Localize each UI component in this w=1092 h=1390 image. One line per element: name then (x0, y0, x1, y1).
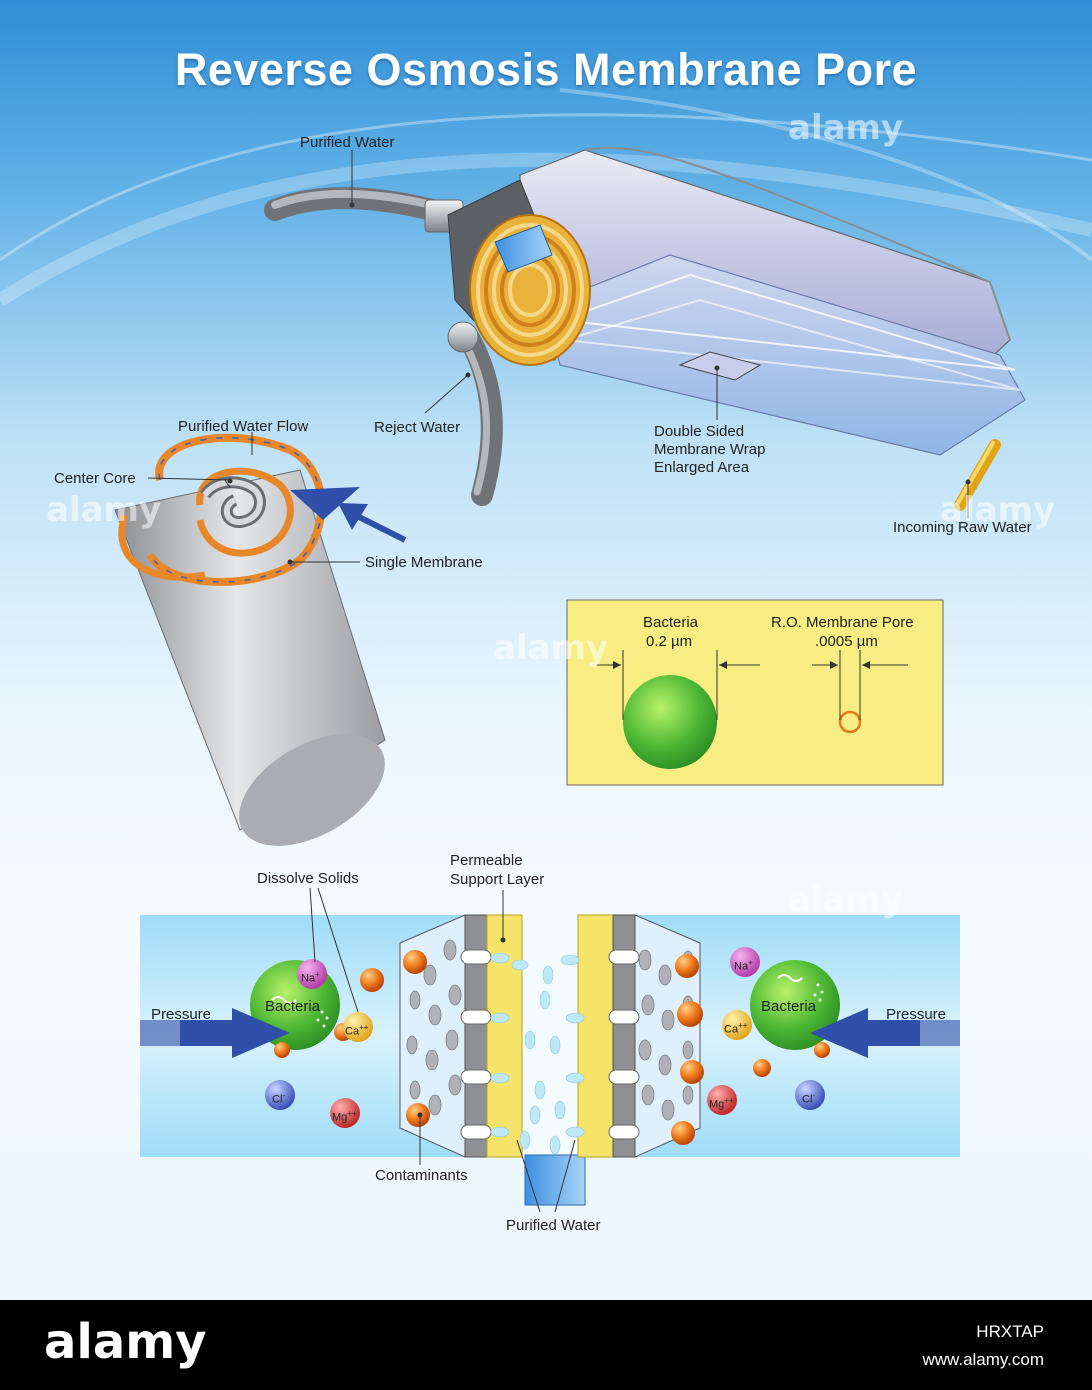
watermark: alamy (788, 108, 904, 148)
label-pressure-right: Pressure (886, 1006, 947, 1023)
infographic-canvas: Reverse Osmosis Membrane Pore Purified W… (0, 0, 1092, 1300)
ion-label-mg-left: Mg++ (332, 1109, 357, 1124)
ion-na-left (297, 959, 327, 989)
label-purified-water-bottom: Purified Water (506, 1217, 601, 1234)
ro-cartridge (264, 146, 1026, 518)
label-purified-water-top: Purified Water (300, 134, 395, 151)
label-support-layer-1: Permeable (450, 852, 523, 869)
label-bacteria-right: Bacteria (761, 998, 817, 1015)
watermark: alamy (788, 880, 904, 920)
label-pressure-left: Pressure (151, 1006, 212, 1023)
label-contaminants: Contaminants (375, 1167, 468, 1184)
page-title: Reverse Osmosis Membrane Pore (174, 44, 918, 95)
label-single-membrane: Single Membrane (365, 554, 483, 571)
ion-label-cl-right: Cl- (802, 1091, 816, 1106)
label-membrane-wrap-1: Double Sided (654, 423, 745, 440)
illustration (114, 146, 1026, 1213)
label-reject-water: Reject Water (374, 419, 461, 436)
footer-image-code: HRXTAP (976, 1322, 1044, 1341)
bacteria-right (750, 960, 840, 1050)
membrane-cross-section (140, 887, 960, 1213)
ion-label-mg-right: Mg++ (709, 1096, 734, 1111)
watermark: alamy (493, 628, 609, 668)
label-bacteria-size-title: Bacteria (643, 614, 699, 631)
label-purified-water-flow: Purified Water Flow (178, 418, 309, 435)
label-bacteria-size-value: 0.2 µm (646, 633, 693, 650)
contaminant-particles (274, 950, 830, 1145)
ion-cl-right (795, 1080, 825, 1110)
ion-label-na-left: Na+ (301, 970, 320, 985)
label-membrane-wrap-3: Enlarged Area (654, 459, 750, 476)
ion-ca-left (343, 1012, 373, 1042)
label-incoming-raw-water: Incoming Raw Water (893, 519, 1032, 536)
ion-mg-right (707, 1085, 737, 1115)
ion-label-ca-left: Ca++ (345, 1023, 369, 1038)
label-pore-title: R.O. Membrane Pore (771, 614, 914, 631)
label-center-core: Center Core (54, 470, 136, 487)
footer-url: www.alamy.com (922, 1350, 1044, 1369)
ion-ca-right (722, 1010, 752, 1040)
footer-bar: alamy HRXTAP www.alamy.com (0, 1300, 1092, 1390)
footer-logo: alamy (44, 1314, 207, 1370)
ion-cl-left (265, 1080, 295, 1110)
ion-mg-left (330, 1098, 360, 1128)
ion-label-ca-right: Ca++ (724, 1021, 748, 1036)
size-comparison-box (566, 599, 944, 786)
pressure-arrow-right (810, 1008, 960, 1058)
label-bacteria-left: Bacteria (265, 998, 321, 1015)
membrane-roll (114, 432, 407, 846)
label-membrane-wrap-2: Membrane Wrap (654, 441, 766, 458)
label-pore-size-value: .0005 µm (815, 633, 878, 650)
ion-na-right (730, 947, 760, 977)
label-dissolve-solids: Dissolve Solids (257, 870, 359, 887)
pressure-arrow-left (140, 1008, 290, 1058)
ion-label-cl-left: Cl- (272, 1091, 286, 1106)
watermark: alamy (940, 490, 1056, 530)
label-support-layer-2: Support Layer (450, 871, 545, 888)
watermark: alamy (46, 490, 162, 530)
ion-label-na-right: Na+ (734, 958, 753, 973)
